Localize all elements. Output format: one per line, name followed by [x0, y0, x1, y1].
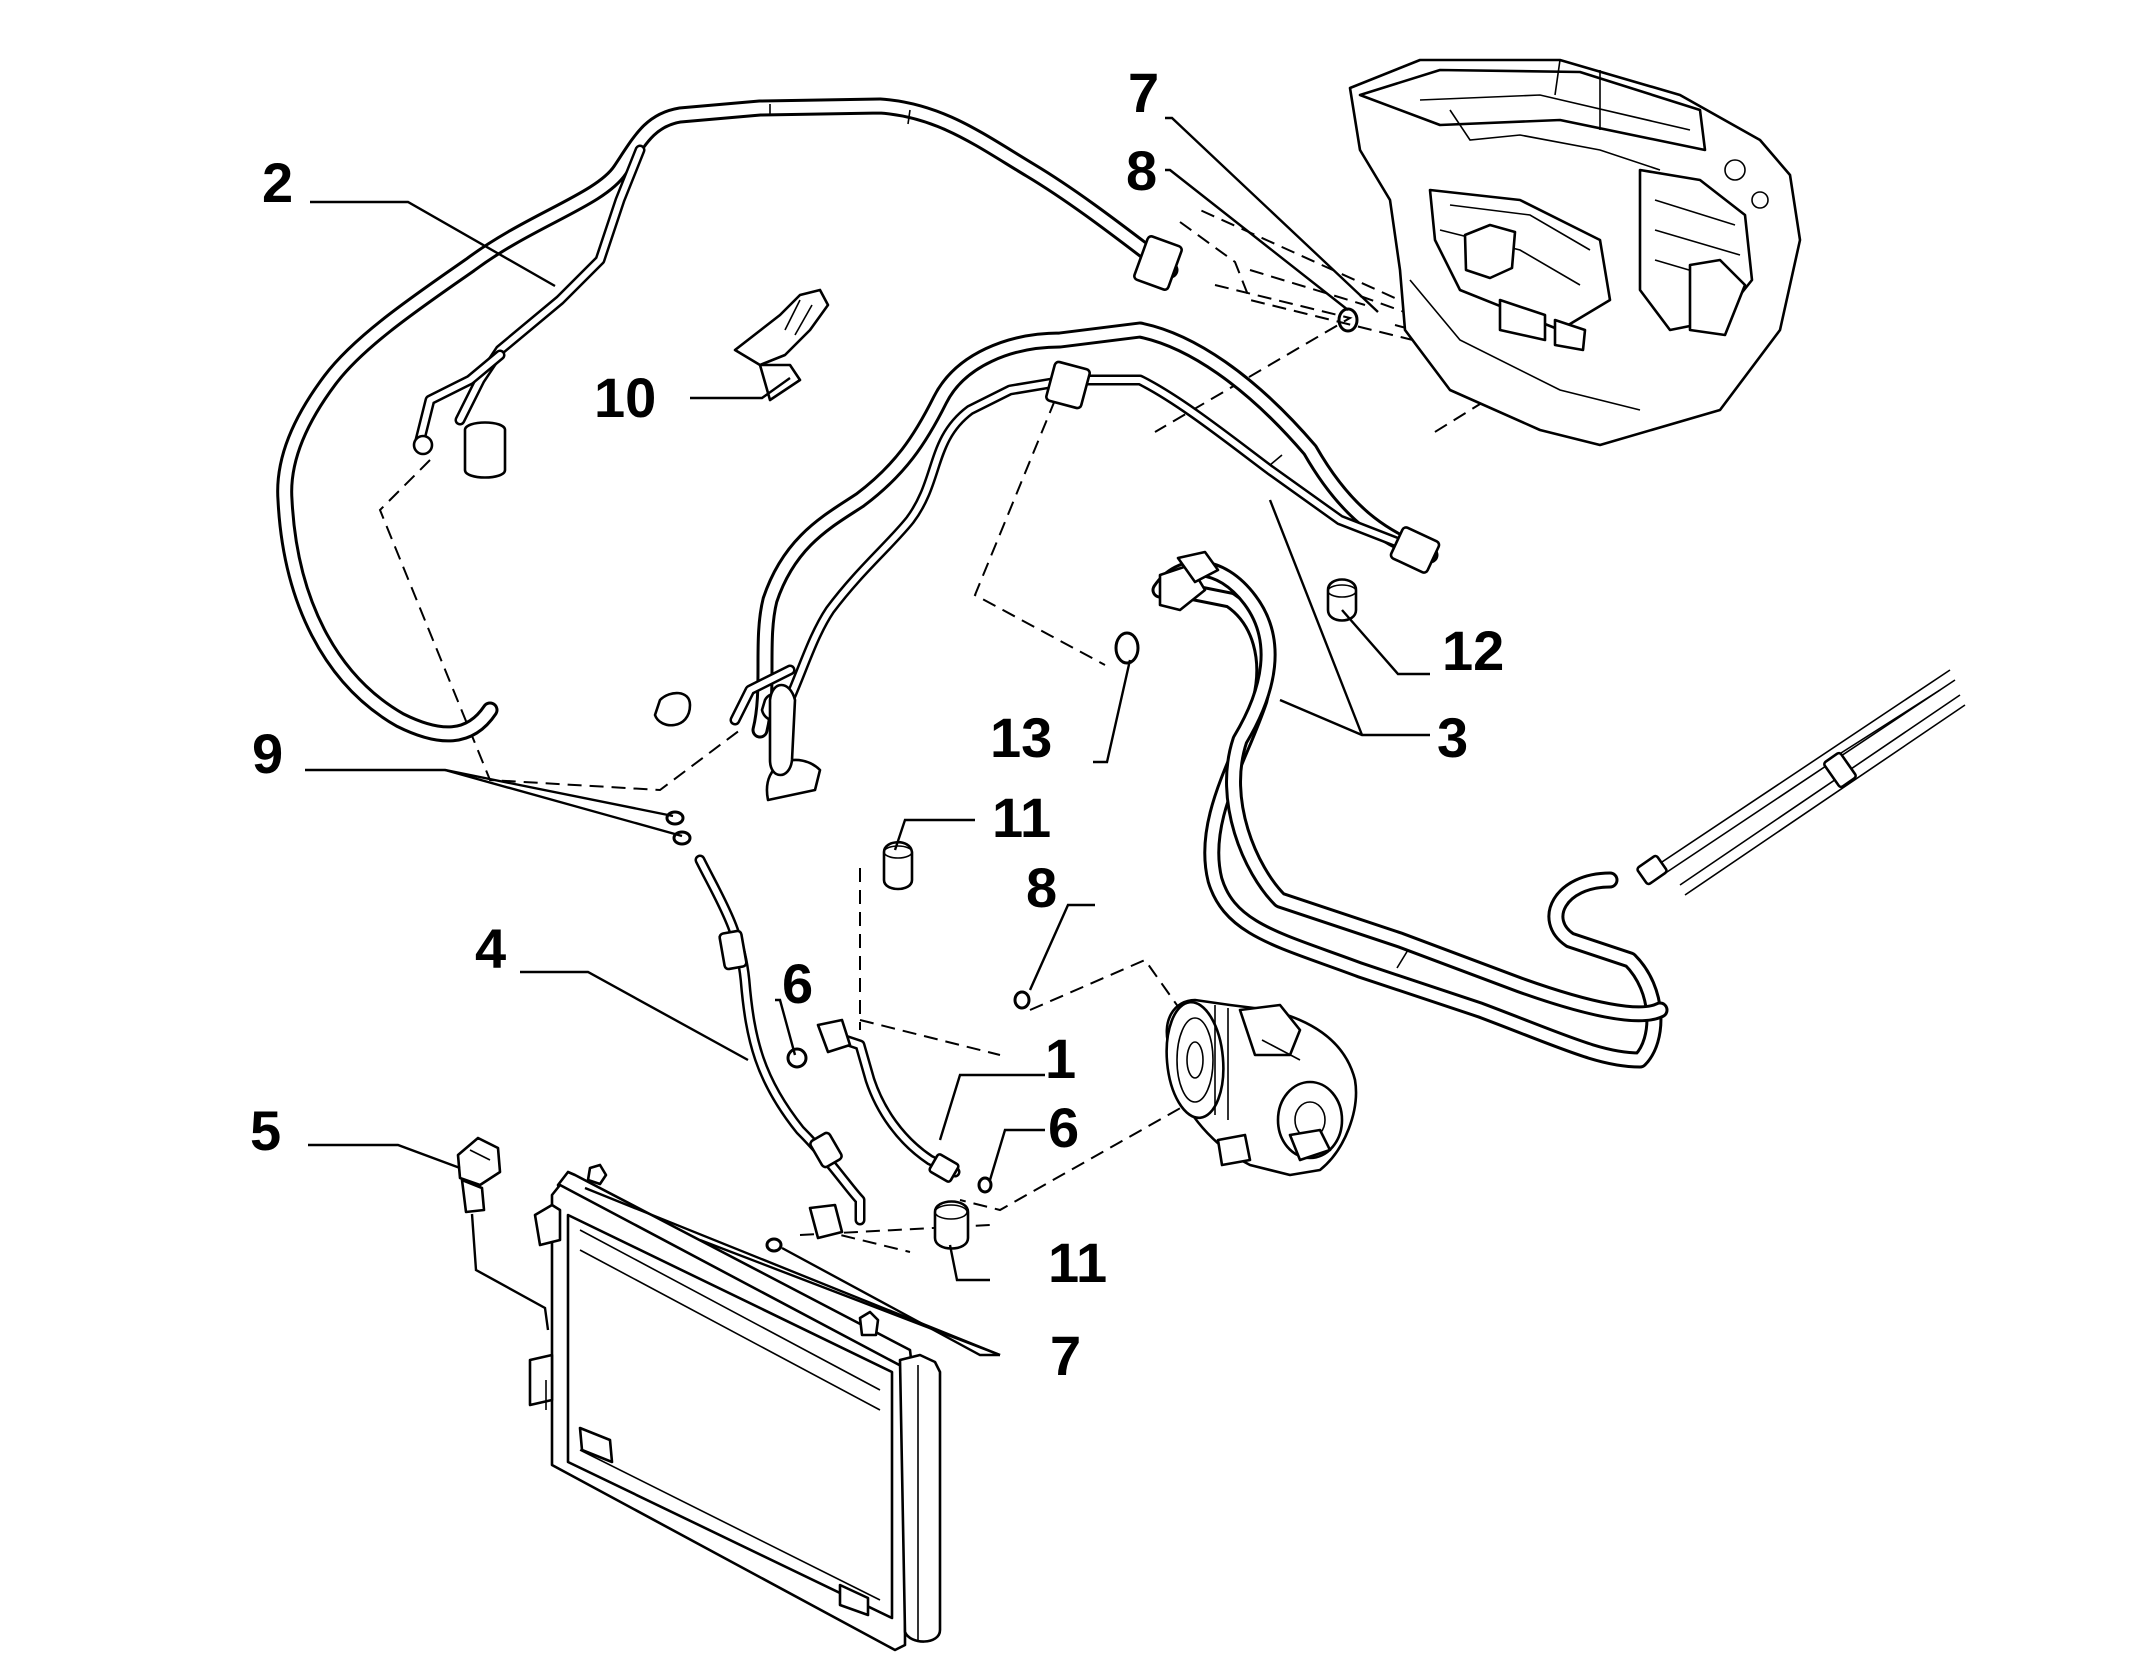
callout-10: 10	[594, 366, 656, 429]
hose-assembly-3	[729, 321, 1669, 1069]
hvac-evaporator-unit	[1348, 58, 1802, 447]
grommet-11a	[882, 840, 914, 891]
callout-4: 4	[475, 917, 506, 980]
callout-9: 9	[252, 722, 283, 785]
hose-assembly-2	[276, 97, 1183, 743]
callout-7-lower: 7	[1050, 1324, 1081, 1387]
hose-assembly-1	[816, 1018, 961, 1183]
callout-2: 2	[262, 151, 293, 214]
callout-5: 5	[250, 1099, 281, 1162]
callout-6-upper: 6	[782, 952, 813, 1015]
callout-3: 3	[1437, 706, 1468, 769]
callout-13: 13	[990, 706, 1052, 769]
condenser	[528, 1163, 942, 1652]
callout-11-lower: 11	[1048, 1231, 1107, 1294]
callout-8-lower: 8	[1026, 856, 1057, 919]
leader-lines	[305, 116, 1430, 1357]
ac-compressor	[1165, 998, 1358, 1177]
right-pipe-extension	[1636, 669, 1966, 896]
pressure-switch	[456, 1136, 550, 1331]
callout-1: 1	[1045, 1027, 1076, 1090]
callout-8-upper: 8	[1126, 139, 1157, 202]
grommet-11b	[933, 1200, 970, 1250]
callout-7-upper: 7	[1128, 61, 1159, 124]
callout-11-upper: 11	[992, 786, 1051, 849]
grommet-12	[1326, 578, 1358, 622]
callout-labels: 1 2 3 4 5 6 6 7 7 8 8 9 10 11 11 12 13	[250, 61, 1504, 1387]
hose-assembly-4	[694, 854, 866, 1240]
callout-6-lower: 6	[1048, 1096, 1079, 1159]
callout-12: 12	[1442, 619, 1504, 682]
